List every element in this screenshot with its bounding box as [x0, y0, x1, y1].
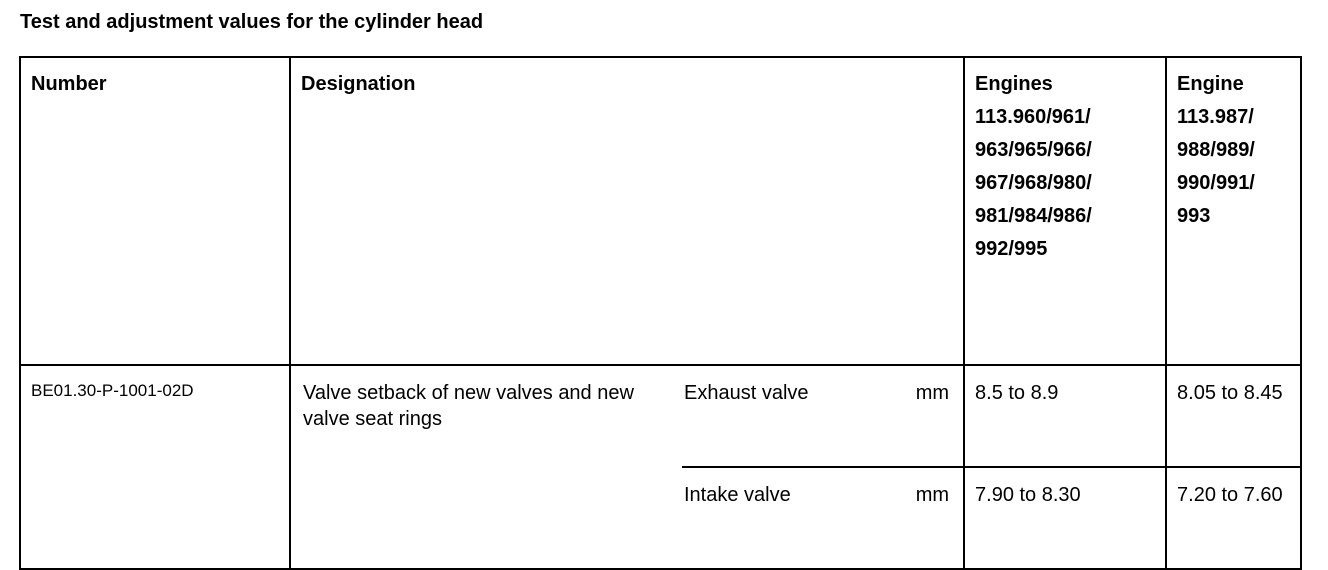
value-engines-a: 8.5 to 8.9: [963, 364, 1168, 468]
row-number: BE01.30-P-1001-02D: [19, 364, 291, 570]
header-number: Number: [19, 56, 291, 366]
document-page: Test and adjustment values for the cylin…: [19, 11, 1303, 570]
header-designation: Designation: [288, 56, 966, 366]
component-label: Exhaust valve: [684, 382, 809, 404]
unit-label: mm: [915, 382, 950, 404]
sub-row-exhaust: Exhaust valve mm: [682, 364, 966, 468]
value-engines-a: 7.90 to 8.30: [963, 466, 1168, 570]
unit-label: mm: [915, 484, 950, 506]
header-row: Number Designation Engines 113.960/961/ …: [19, 56, 1303, 366]
sub-row-intake: Intake valve mm: [682, 466, 966, 570]
value-engines-b: 8.05 to 8.45: [1165, 364, 1303, 468]
component-label: Intake valve: [684, 484, 791, 506]
spec-table: Number Designation Engines 113.960/961/ …: [19, 56, 1303, 570]
header-engines-a: Engines 113.960/961/ 963/965/966/ 967/96…: [963, 56, 1168, 366]
page-title: Test and adjustment values for the cylin…: [20, 11, 484, 33]
row-designation: Valve setback of new valves and new valv…: [289, 364, 682, 570]
header-engines-b: Engine 113.987/ 988/989/ 990/991/ 993: [1165, 56, 1303, 366]
value-engines-b: 7.20 to 7.60: [1165, 466, 1303, 570]
table-row: BE01.30-P-1001-02D Valve setback of new …: [19, 364, 1303, 570]
